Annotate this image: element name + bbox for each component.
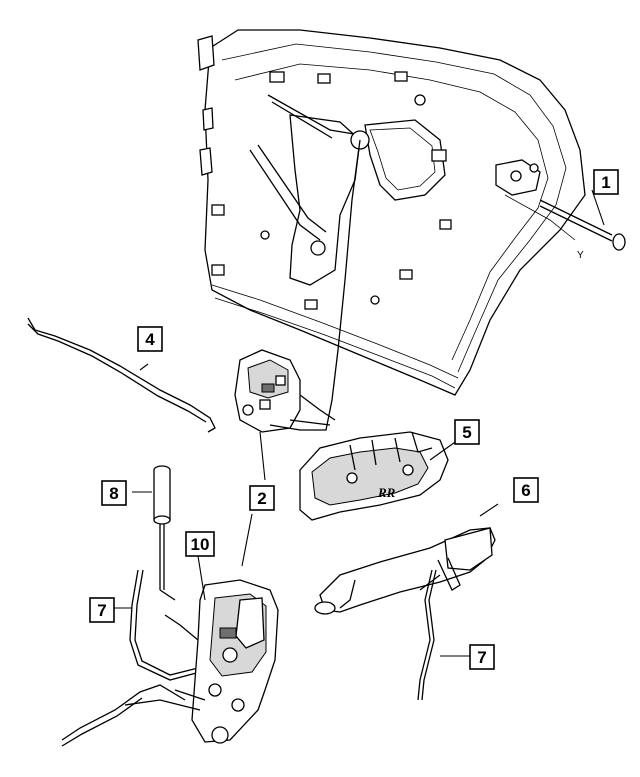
door-marking: Y [577,250,584,261]
svg-text:7: 7 [97,601,106,620]
outside-door-handle [314,503,499,615]
handle-rod-right [417,569,470,701]
lock-cylinder-rod [132,465,176,601]
svg-text:4: 4 [145,330,155,349]
callout-5: 5 [454,419,480,445]
callout-6: 6 [513,477,539,503]
svg-text:8: 8 [109,484,118,503]
bottom-cable [61,684,186,741]
callout-4: 4 [137,326,163,352]
callout-10: 10 [185,531,215,557]
callout-7-right: 7 [469,644,495,670]
door-inner-panel: Y [197,29,586,396]
svg-text:5: 5 [462,423,471,442]
svg-text:10: 10 [191,535,210,554]
svg-text:7: 7 [477,648,486,667]
handle-marking: RR [377,485,396,500]
lock-rod [27,317,216,433]
callout-7-left: 7 [89,597,115,623]
callout-8: 8 [101,480,127,506]
door-latch-actuator [124,513,279,744]
svg-text:2: 2 [257,489,266,508]
callout-1: 1 [593,169,619,195]
svg-text:1: 1 [601,173,610,192]
upper-latch-assembly [234,349,336,481]
handle-reinforcement: RR [299,431,459,521]
svg-text:6: 6 [521,481,530,500]
screw [539,189,626,251]
handle-rod-left [110,569,201,681]
release-cable [269,139,361,431]
callout-2: 2 [249,485,275,511]
